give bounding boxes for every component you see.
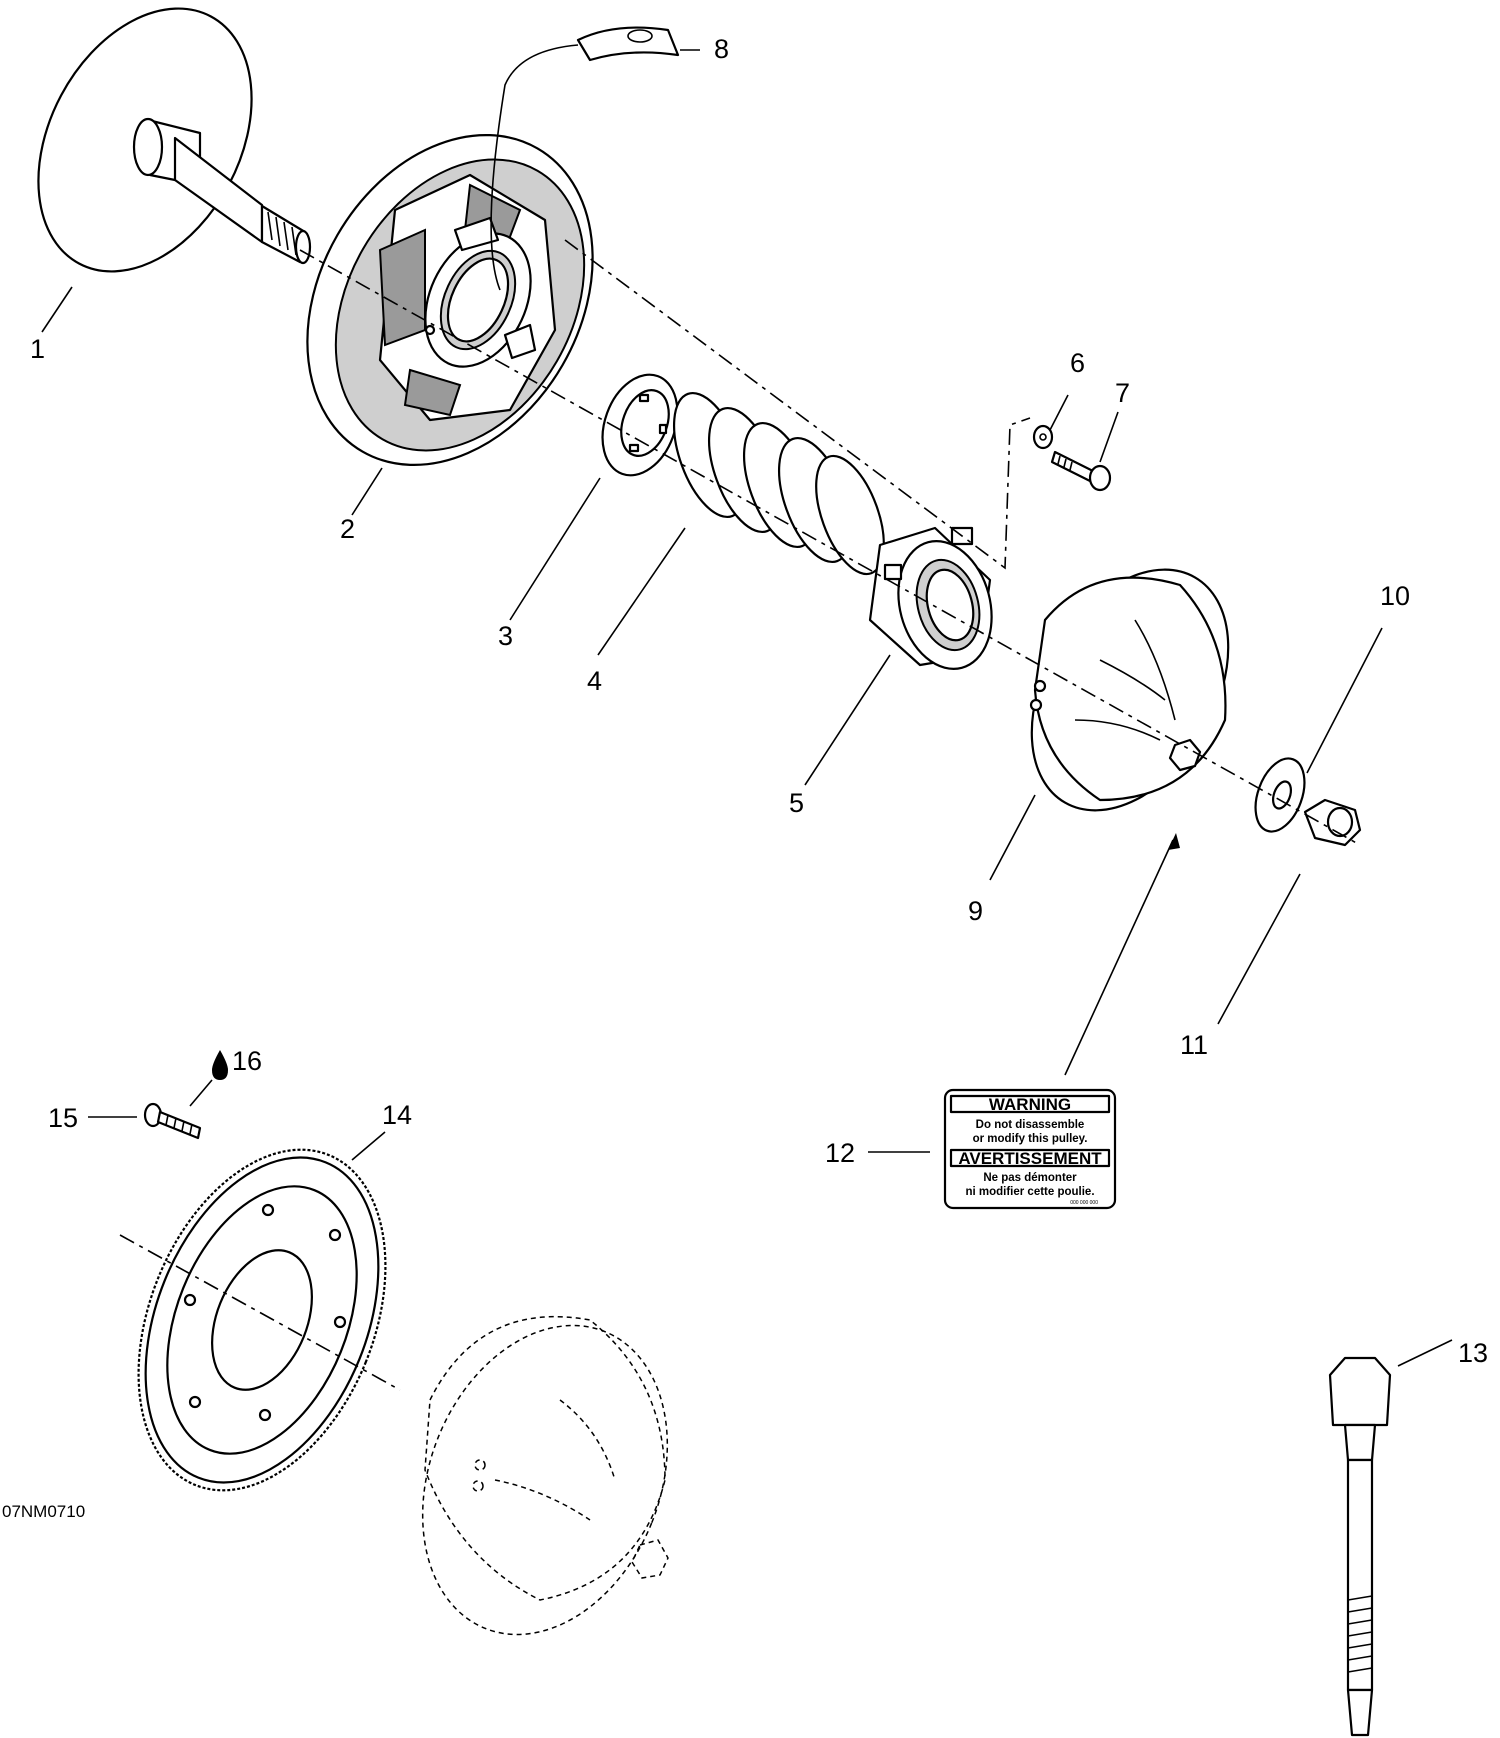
part-14-ring-gear: [137, 1148, 387, 1492]
warning-label-title: WARNING: [989, 1095, 1071, 1114]
part-6-washer: [1032, 424, 1054, 450]
part-9-cover: [1029, 568, 1230, 812]
callout-3: 3: [498, 621, 513, 651]
callout-2: 2: [340, 514, 355, 544]
callout-13: 13: [1458, 1338, 1488, 1368]
part-1-fixed-sheave: [37, 7, 312, 273]
part-3-retainer-ring: [601, 373, 679, 477]
part-10-washer: [1254, 757, 1306, 833]
callout-4: 4: [587, 666, 602, 696]
assembly-axis-lines: [119, 239, 1361, 1391]
part-13-bolt: [1328, 1356, 1392, 1737]
callout-6: 6: [1070, 348, 1085, 378]
part-12-warning-label: WARNING Do not disassemble or modify thi…: [943, 1088, 1117, 1210]
callout-11: 11: [1180, 1030, 1208, 1060]
part-15-screw: [143, 1102, 202, 1140]
warning-label-title-fr: AVERTISSEMENT: [958, 1149, 1102, 1168]
part-11-nut: [1303, 798, 1362, 847]
warning-label-line3: Ne pas démonter: [983, 1172, 1077, 1184]
callout-1: 1: [30, 334, 45, 364]
warning-label-part-no: 000 000 000: [1070, 1200, 1098, 1206]
diagram-code: 07NM0710: [2, 1502, 85, 1521]
warning-label-line2: or modify this pulley.: [973, 1133, 1088, 1145]
callout-5: 5: [789, 788, 804, 818]
callout-8: 8: [714, 34, 729, 64]
callout-16: 16: [232, 1046, 262, 1076]
part-5-hub: [868, 526, 993, 670]
warning-label-line1: Do not disassemble: [976, 1119, 1085, 1131]
leader-lines: [41, 44, 1453, 1367]
callout-15: 15: [48, 1103, 78, 1133]
callout-7: 7: [1115, 378, 1130, 408]
part-8-slider-shoe: [576, 26, 680, 62]
part-7-screw: [1050, 450, 1112, 492]
ghost-cover-outline: [421, 1316, 669, 1636]
part-2-sliding-half: [306, 133, 594, 467]
part-16-drop-icon: [212, 1050, 228, 1080]
callout-12: 12: [825, 1138, 855, 1168]
callout-10: 10: [1380, 581, 1410, 611]
warning-label-line4: ni modifier cette poulie.: [965, 1186, 1094, 1198]
part-4-spring: [672, 391, 885, 576]
callout-9: 9: [968, 896, 983, 926]
callout-numbers: 1 2 3 4 5 6 7 8 9 10 11 12 13 14 15 16: [30, 34, 1488, 1368]
callout-14: 14: [382, 1100, 412, 1130]
